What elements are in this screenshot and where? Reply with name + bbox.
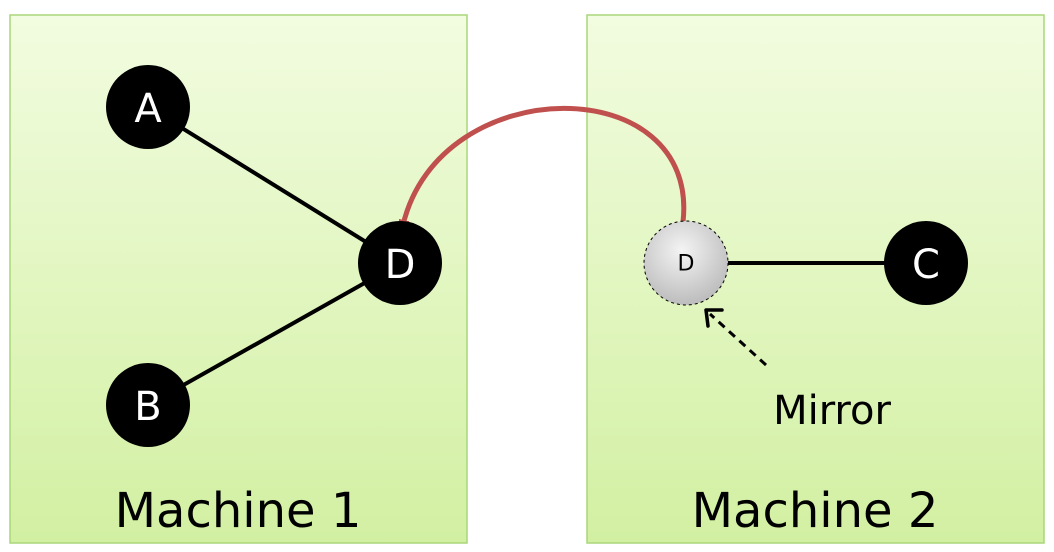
node-d: D xyxy=(358,221,442,305)
node-c-circle xyxy=(884,221,968,305)
node-a-circle xyxy=(106,65,190,149)
node-b: B xyxy=(106,363,190,447)
node-c: C xyxy=(884,221,968,305)
node-b-label: B xyxy=(134,384,161,430)
node-b-circle xyxy=(106,363,190,447)
node-d-circle xyxy=(358,221,442,305)
mirror-caption: Mirror xyxy=(773,388,891,434)
node-d-label: D xyxy=(385,242,416,288)
mirror-pointer-head xyxy=(704,308,724,328)
node-a-label: A xyxy=(134,86,162,132)
mirror-node-d-circle xyxy=(643,220,729,306)
mirror-pointer-arrow xyxy=(704,308,768,367)
mirror-pointer-line xyxy=(708,312,768,367)
migration-arrow xyxy=(403,105,687,228)
edge-b-d xyxy=(147,261,401,407)
mirror-node-d-label: D xyxy=(678,252,695,277)
node-c-label: C xyxy=(912,242,940,288)
machine-2-label: Machine 2 xyxy=(692,483,939,539)
machine-1-label: Machine 1 xyxy=(115,483,362,539)
node-a: A xyxy=(106,65,190,149)
edge-a-d xyxy=(146,105,402,265)
mirror-node-d: D xyxy=(643,220,729,306)
